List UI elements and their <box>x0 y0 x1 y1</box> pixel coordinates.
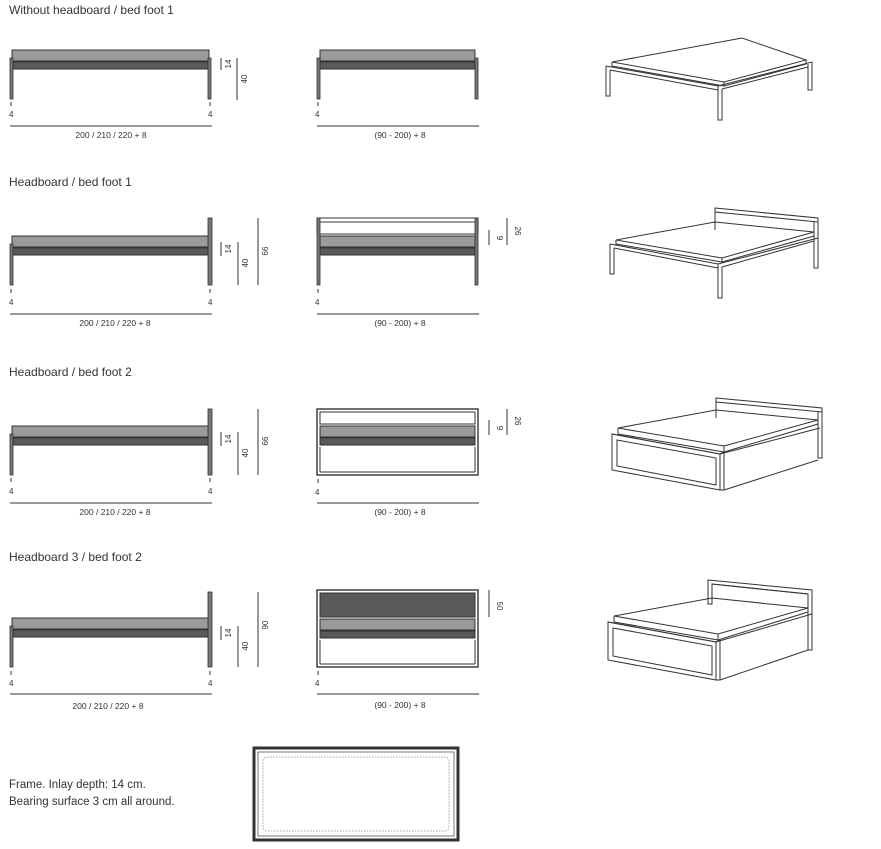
mattress <box>11 235 210 248</box>
frame-rail <box>11 437 210 446</box>
frame-outline <box>316 589 479 668</box>
leg-label-left: 4 <box>9 298 14 307</box>
section-2-perspective-view <box>609 207 819 299</box>
dim-total-height: 90 <box>261 620 270 629</box>
dim-headboard-big: 26 <box>513 227 522 236</box>
frame-note: Frame. Inlay depth: 14 cm. Bearing surfa… <box>9 777 175 811</box>
dim-height: 40 <box>241 641 250 650</box>
section-title-1: Without headboard / bed foot 1 <box>9 3 174 17</box>
leg-label-left: 4 <box>9 487 14 496</box>
leg-left <box>9 433 14 476</box>
leg-left <box>9 243 14 286</box>
leg-label-left: 4 <box>9 679 14 688</box>
leg-label-right: 4 <box>208 487 213 496</box>
leg-label-front: 4 <box>315 679 320 688</box>
headboard-frame <box>316 217 479 235</box>
dim-total-height: 66 <box>261 436 270 445</box>
headboard-post <box>207 591 213 668</box>
dim-frame: 14 <box>224 434 233 443</box>
section-2-front-view: 4 (90 - 200) + 8 9 26 <box>315 217 522 328</box>
section-3-side-view: 4 4 200 / 210 / 220 + 8 14 40 66 <box>9 408 270 517</box>
leg-left <box>9 57 14 100</box>
frame-note-line-1: Frame. Inlay depth: 14 cm. <box>9 779 146 791</box>
mattress <box>11 49 210 62</box>
section-2-side-view: 4 4 200 / 210 / 220 + 8 14 40 66 <box>9 217 270 328</box>
frame-inner <box>257 751 455 837</box>
section-4-side-view: 4 4 200 / 210 / 220 + 8 14 40 90 <box>9 591 270 711</box>
section-title-3: Headboard / bed foot 2 <box>9 365 132 379</box>
headboard-post <box>207 217 213 286</box>
section-4-perspective-view <box>607 579 813 681</box>
frame-rail <box>319 247 476 256</box>
dim-side-width: 200 / 210 / 220 + 8 <box>75 130 146 140</box>
frame-rail <box>11 247 210 256</box>
dim-front-width: (90 - 200) + 8 <box>374 130 426 140</box>
leg-label-front: 4 <box>315 488 320 497</box>
dim-headboard-small: 9 <box>495 236 504 241</box>
dim-frame: 14 <box>224 59 233 68</box>
frame-rail <box>319 61 476 70</box>
leg-label-right: 4 <box>208 110 213 119</box>
mattress <box>319 425 476 438</box>
section-4-front-view: 4 (90 - 200) + 8 50 <box>315 589 504 710</box>
dim-side-width: 200 / 210 / 220 + 8 <box>72 701 143 711</box>
dim-side-width: 200 / 210 / 220 + 8 <box>79 318 150 328</box>
section-3-front-view: 4 (90 - 200) + 8 9 26 <box>315 408 522 517</box>
dim-headboard-small: 9 <box>495 426 504 431</box>
dim-front-width: (90 - 200) + 8 <box>374 700 426 710</box>
dim-height: 40 <box>241 258 250 267</box>
mattress <box>319 49 476 62</box>
leg-right <box>474 57 479 100</box>
frame-rail <box>11 61 210 70</box>
leg-left <box>9 625 14 668</box>
dim-front-width: (90 - 200) + 8 <box>374 318 426 328</box>
section-title-4: Headboard 3 / bed foot 2 <box>9 550 142 564</box>
bearing-surface <box>262 756 450 832</box>
post-left <box>316 217 321 286</box>
frame-rail <box>319 437 476 446</box>
frame-outline <box>316 408 479 476</box>
dim-height: 40 <box>241 448 250 457</box>
leg-label-front: 4 <box>315 298 320 307</box>
dim-headboard: 50 <box>495 602 504 611</box>
section-1-front-view: 4 (90 - 200) + 8 <box>315 49 479 140</box>
frame-plan-view <box>252 746 460 842</box>
section-3-perspective-view <box>611 397 823 491</box>
post-right <box>474 217 479 286</box>
section-title-2: Headboard / bed foot 1 <box>9 175 132 189</box>
frame-rail <box>11 629 210 638</box>
headboard-post <box>207 408 213 476</box>
dim-frame: 14 <box>224 628 233 637</box>
dim-height: 40 <box>240 74 249 83</box>
section-1-perspective-view <box>605 37 813 121</box>
leg-label-left: 4 <box>9 110 14 119</box>
dim-total-height: 66 <box>261 246 270 255</box>
leg-label-right: 4 <box>208 679 213 688</box>
mattress <box>319 235 476 248</box>
mattress <box>11 425 210 438</box>
leg-left <box>316 57 321 100</box>
leg-label-front: 4 <box>315 110 320 119</box>
frame-rail <box>319 630 476 639</box>
frame-note-line-2: Bearing surface 3 cm all around. <box>9 796 175 808</box>
leg-right <box>207 57 212 100</box>
mattress <box>319 618 476 631</box>
leg-label-right: 4 <box>208 298 213 307</box>
dim-headboard-big: 26 <box>513 417 522 426</box>
dim-side-width: 200 / 210 / 220 + 8 <box>79 507 150 517</box>
dim-front-width: (90 - 200) + 8 <box>374 507 426 517</box>
dim-frame: 14 <box>224 244 233 253</box>
mattress <box>11 617 210 630</box>
section-1-side-view: 4 4 200 / 210 / 220 + 8 14 40 <box>9 49 249 140</box>
headboard-panel <box>319 592 476 618</box>
